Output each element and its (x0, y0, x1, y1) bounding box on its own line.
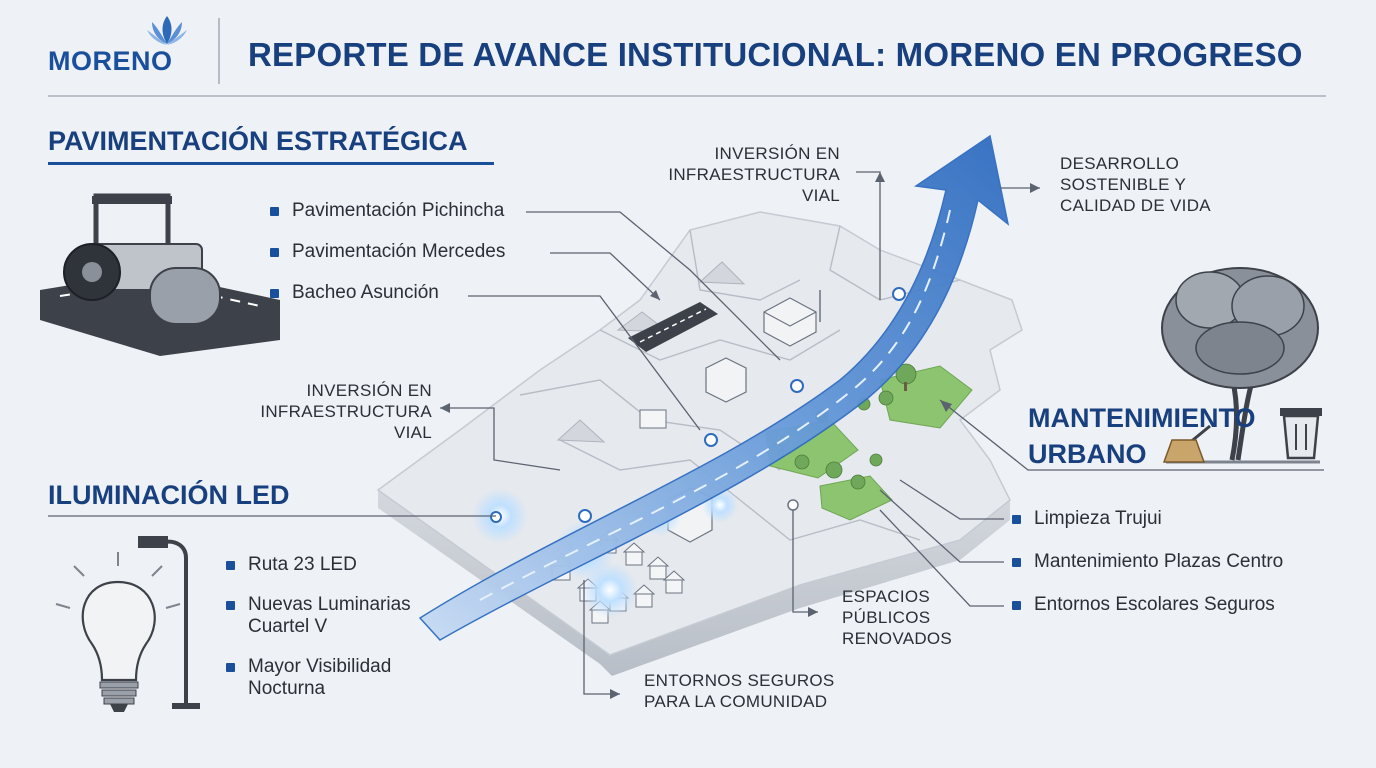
trash-bin-icon (1280, 408, 1322, 460)
paving-section-rule (48, 162, 494, 165)
map-hills (556, 261, 746, 443)
lighting-list: Ruta 23 LED Nuevas Luminarias Cuartel V … (226, 554, 411, 700)
district-boundaries (519, 225, 961, 541)
street-lamp-icon (138, 536, 200, 709)
list-item: Pavimentación Mercedes (270, 241, 505, 263)
bullet-square-icon (1012, 515, 1021, 524)
paving-list: Pavimentación Pichincha Pavimentación Me… (270, 200, 505, 304)
header-divider (218, 18, 220, 84)
broom-icon (1162, 424, 1211, 463)
bullet-square-icon (226, 561, 235, 570)
paving-section-title: PAVIMENTACIÓN ESTRATÉGICA (48, 126, 468, 156)
list-item: Entornos Escolares Seguros (1012, 594, 1283, 616)
logo-text: MORENO (48, 46, 173, 76)
growth-arrow (418, 134, 1010, 641)
leader-arrowheads (440, 172, 1040, 699)
bullet-square-icon (226, 663, 235, 672)
bullet-square-icon (270, 248, 279, 257)
bullet-square-icon (1012, 601, 1021, 610)
callout-safe-environments: ENTORNOS SEGUROS PARA LA COMUNIDAD (644, 671, 835, 711)
bullet-square-icon (270, 207, 279, 216)
road-roller-icon (40, 193, 280, 356)
callout-road-investment-top: INVERSIÓN EN INFRAESTRUCTURA VIAL (668, 144, 840, 205)
bullet-square-icon (270, 289, 279, 298)
list-item: Nuevas Luminarias Cuartel V (226, 594, 411, 638)
list-item: Mantenimiento Plazas Centro (1012, 551, 1283, 573)
list-item: Pavimentación Pichincha (270, 200, 505, 222)
callout-road-investment-left: INVERSIÓN EN INFRAESTRUCTURA VIAL (260, 381, 432, 442)
street-lights (639, 290, 821, 429)
callout-sustainable-development: DESARROLLO SOSTENIBLE Y CALIDAD DE VIDA (1060, 154, 1211, 215)
list-item: Ruta 23 LED (226, 554, 411, 576)
tree-icon (1161, 267, 1320, 464)
leader-lines (48, 171, 1324, 695)
bullet-square-icon (226, 601, 235, 610)
page-title: REPORTE DE AVANCE INSTITUCIONAL: MORENO … (248, 36, 1303, 73)
callout-public-spaces: ESPACIOS PÚBLICOS RENOVADOS (842, 587, 953, 648)
moreno-logo-icon (147, 16, 187, 45)
bullet-square-icon (1012, 558, 1021, 567)
maintenance-section-title: MANTENIMIENTO URBANO (1028, 403, 1256, 469)
list-item: Bacheo Asunción (270, 282, 505, 304)
header-rule (48, 95, 1326, 97)
led-bulb-icon (55, 552, 181, 712)
list-item: Mayor Visibilidad Nocturna (226, 656, 411, 700)
list-item: Limpieza Trujui (1012, 508, 1283, 530)
maintenance-list: Limpieza Trujui Mantenimiento Plazas Cen… (1012, 508, 1283, 616)
map-surface (376, 211, 1023, 656)
asphalt-road-patch (628, 302, 718, 352)
lighting-section-title: ILUMINACIÓN LED (48, 480, 290, 510)
